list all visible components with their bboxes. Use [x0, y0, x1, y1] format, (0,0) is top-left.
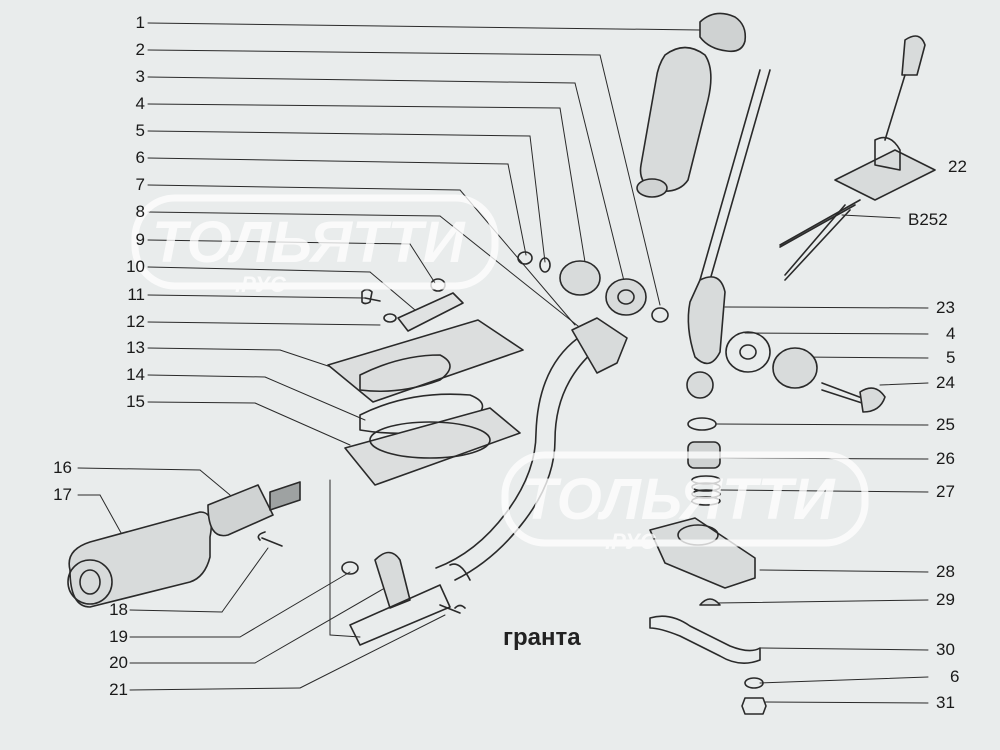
cable-end-fitting-8 — [571, 317, 628, 374]
bushing-3-part — [651, 307, 669, 323]
shift-lever-rod — [699, 69, 771, 281]
clamp-20-part — [374, 551, 411, 609]
model-caption: гранта — [503, 624, 581, 651]
callout-6-right: 6 — [950, 667, 960, 686]
watermark-subtext-bottom: .РУС — [605, 529, 657, 554]
callout-8: 8 — [135, 202, 145, 221]
watermark-text-bottom: ТОЛЬЯТТИ — [522, 467, 836, 532]
washer-5-right — [772, 347, 818, 389]
nut-6-part — [517, 251, 533, 265]
callout-6: 6 — [135, 148, 145, 167]
washer-7-part — [539, 257, 551, 273]
bolt-24-part — [821, 382, 863, 404]
callout-25: 25 — [936, 415, 955, 434]
sleeve-21-part — [349, 584, 451, 646]
callout-19: 19 — [109, 627, 128, 646]
watermark-logo-top: ТОЛЬЯТТИ .РУС — [131, 194, 499, 297]
callout-4-right: 4 — [946, 324, 956, 343]
select-cable — [435, 337, 596, 581]
nut-19-part — [341, 561, 359, 575]
mounting-plate-13 — [327, 319, 524, 403]
callout-1: 1 — [135, 13, 145, 32]
linkage-assembly-inset — [779, 35, 936, 281]
bolt-21-part — [439, 604, 466, 614]
callout-26: 26 — [936, 449, 955, 468]
washer-4-part — [605, 278, 647, 316]
callout-16: 16 — [53, 458, 72, 477]
callout-10: 10 — [126, 257, 145, 276]
callout-27: 27 — [936, 482, 955, 501]
bracket-30-part — [649, 615, 761, 664]
callout-12: 12 — [126, 312, 145, 331]
washer-5-part — [559, 260, 601, 296]
lever-socket-part — [687, 276, 726, 365]
callout-30: 30 — [936, 640, 955, 659]
callout-7: 7 — [135, 175, 145, 194]
washer-6-bottom — [744, 677, 764, 689]
callout-18: 18 — [109, 600, 128, 619]
knob-boot-ring — [636, 178, 668, 198]
watermark-logo-bottom: ТОЛЬЯТТИ .РУС — [501, 451, 869, 554]
callout-22: 22 — [948, 157, 967, 176]
screw-11-part — [361, 288, 381, 305]
callout-13: 13 — [126, 338, 145, 357]
washer-4-right — [725, 331, 771, 373]
spring-27-part — [691, 475, 721, 506]
callout-20: 20 — [109, 653, 128, 672]
callout-21: 21 — [109, 680, 128, 699]
callout-9: 9 — [135, 230, 145, 249]
base-plate-15 — [344, 407, 521, 486]
nut-31-part — [741, 697, 767, 715]
bolt-18-part — [257, 531, 283, 547]
boot-17-part — [68, 511, 213, 608]
callout-15: 15 — [126, 392, 145, 411]
knob-cap-part — [699, 12, 747, 53]
callout-28: 28 — [936, 562, 955, 581]
watermark-subtext-top: .РУС — [235, 272, 287, 297]
callout-5: 5 — [135, 121, 145, 140]
shift-knob-part — [639, 46, 712, 193]
callout-4: 4 — [135, 94, 145, 113]
callout-14: 14 — [126, 365, 145, 384]
callout-31: 31 — [936, 693, 955, 712]
linkage-code-label: B252 — [908, 210, 948, 229]
tube-part — [449, 563, 471, 581]
callout-2: 2 — [135, 40, 145, 59]
cap-29-part — [699, 598, 721, 606]
lever-ball — [686, 371, 714, 399]
callout-29: 29 — [936, 590, 955, 609]
washer-12-part — [383, 313, 397, 323]
callout-5-right: 5 — [946, 348, 956, 367]
callout-11: 11 — [127, 285, 145, 304]
cover-plate-10 — [397, 292, 464, 332]
callout-24: 24 — [936, 373, 955, 392]
joint-16-part — [207, 484, 274, 537]
callout-3: 3 — [135, 67, 145, 86]
snap-ring-25 — [687, 417, 717, 431]
callout-23: 23 — [936, 298, 955, 317]
callout-17: 17 — [53, 485, 72, 504]
lever-housing-28 — [649, 517, 756, 589]
watermark-text-top: ТОЛЬЯТТИ — [152, 210, 466, 275]
leader-lines-right — [714, 167, 929, 704]
